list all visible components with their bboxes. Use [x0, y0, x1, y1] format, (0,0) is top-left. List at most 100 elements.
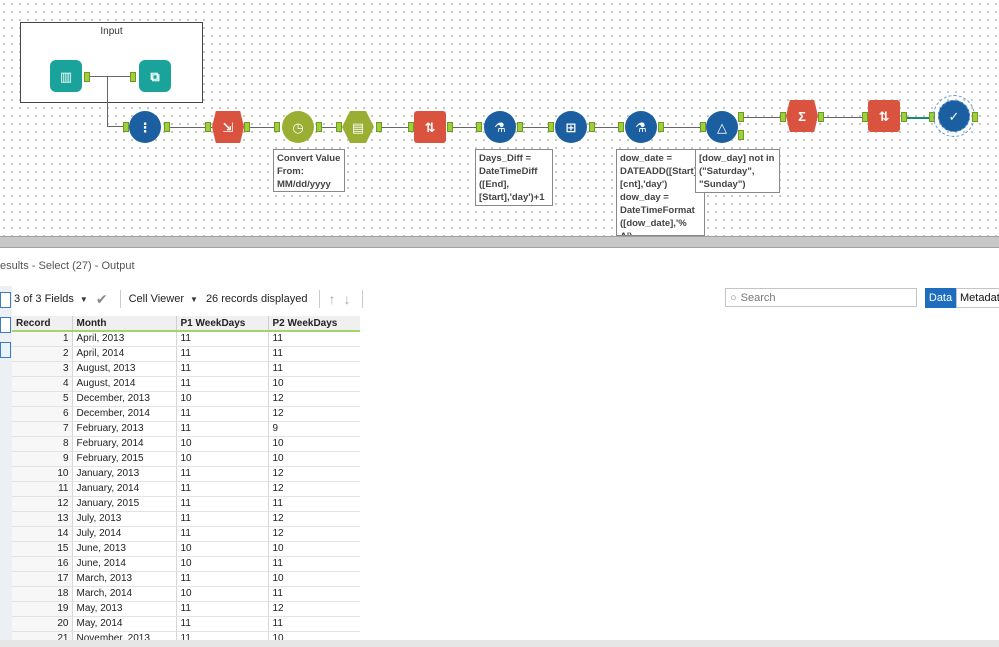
cell-p2-weekdays[interactable]: 11	[268, 496, 360, 512]
cell-p2-weekdays[interactable]: 10	[268, 451, 360, 467]
cell-p1-weekdays[interactable]: 11	[176, 481, 269, 497]
cell-p1-weekdays[interactable]: 11	[176, 526, 269, 542]
transpose-tool[interactable]: ⇲	[212, 111, 244, 143]
output-anchor[interactable]	[818, 112, 824, 122]
select-tool[interactable]: ▤	[342, 111, 374, 143]
browse-tool[interactable]: ⧉	[139, 60, 171, 92]
cell-record[interactable]: 7	[12, 421, 73, 437]
cell-record[interactable]: 1	[12, 331, 73, 347]
formula-tool[interactable]: ⚗	[484, 111, 516, 143]
cell-p1-weekdays[interactable]: 11	[176, 601, 269, 617]
cell-record[interactable]: 6	[12, 406, 73, 422]
arrow-up-icon[interactable]: ↑	[328, 291, 336, 307]
cell-p1-weekdays[interactable]: 10	[176, 436, 269, 452]
cell-p2-weekdays[interactable]: 11	[268, 616, 360, 632]
input-container[interactable]: Input	[20, 22, 203, 103]
cell-record[interactable]: 4	[12, 376, 73, 392]
column-header-p2-weekdays[interactable]: P2 WeekDays	[268, 316, 360, 332]
cell-month[interactable]: January, 2013	[72, 466, 177, 482]
output-anchor[interactable]	[164, 122, 170, 132]
cell-p1-weekdays[interactable]: 11	[176, 496, 269, 512]
cell-p1-weekdays[interactable]: 11	[176, 466, 269, 482]
output-anchor[interactable]	[244, 122, 250, 132]
cell-record[interactable]: 19	[12, 601, 73, 617]
formula-tool-2[interactable]: ⚗	[625, 111, 657, 143]
output-anchor[interactable]	[84, 72, 90, 82]
cell-month[interactable]: May, 2013	[72, 601, 177, 617]
cell-p1-weekdays[interactable]: 11	[176, 346, 269, 362]
input-anchor[interactable]	[929, 112, 935, 122]
cell-month[interactable]: January, 2015	[72, 496, 177, 512]
true-anchor[interactable]	[738, 112, 744, 122]
cell-p2-weekdays[interactable]: 11	[268, 346, 360, 362]
input-anchor[interactable]	[476, 122, 482, 132]
cell-month[interactable]: April, 2013	[72, 331, 177, 347]
crosstab-tool[interactable]: ⇅	[414, 111, 446, 143]
select-output-tool[interactable]: ✓	[933, 95, 975, 137]
output-anchor[interactable]	[658, 122, 664, 132]
cell-month[interactable]: August, 2013	[72, 361, 177, 377]
cell-p1-weekdays[interactable]: 11	[176, 361, 269, 377]
cell-month[interactable]: March, 2013	[72, 571, 177, 587]
cell-p2-weekdays[interactable]: 12	[268, 466, 360, 482]
cell-record[interactable]: 8	[12, 436, 73, 452]
cell-p1-weekdays[interactable]: 10	[176, 451, 269, 467]
cell-p2-weekdays[interactable]: 11	[268, 586, 360, 602]
cell-p1-weekdays[interactable]: 11	[176, 421, 269, 437]
metadata-view-icon[interactable]	[0, 317, 11, 333]
input-anchor[interactable]	[700, 122, 706, 132]
cell-record[interactable]: 3	[12, 361, 73, 377]
workflow-canvas[interactable]: Input ▥ ⧉ ⋮ ⇲ ◷ Convert Value From: MM/d…	[0, 0, 999, 236]
cell-month[interactable]: July, 2013	[72, 511, 177, 527]
select-view-icon[interactable]	[0, 342, 11, 358]
cell-month[interactable]: February, 2013	[72, 421, 177, 437]
cell-p1-weekdays[interactable]: 11	[176, 331, 269, 347]
cell-p2-weekdays[interactable]: 11	[268, 361, 360, 377]
output-anchor[interactable]	[901, 112, 907, 122]
cell-p2-weekdays[interactable]: 10	[268, 571, 360, 587]
input-anchor[interactable]	[274, 122, 280, 132]
cell-p1-weekdays[interactable]: 10	[176, 586, 269, 602]
output-anchor[interactable]	[589, 122, 595, 132]
cell-month[interactable]: March, 2014	[72, 586, 177, 602]
list-view-icon[interactable]	[0, 292, 11, 308]
cell-month[interactable]: August, 2014	[72, 376, 177, 392]
cell-record[interactable]: 17	[12, 571, 73, 587]
cell-p2-weekdays[interactable]: 10	[268, 376, 360, 392]
cell-record[interactable]: 2	[12, 346, 73, 362]
cell-record[interactable]: 13	[12, 511, 73, 527]
cell-p2-weekdays[interactable]: 12	[268, 526, 360, 542]
search-input[interactable]	[740, 291, 901, 304]
metadata-tab-button[interactable]: Metadata	[956, 288, 999, 308]
input-anchor[interactable]	[618, 122, 624, 132]
cell-month[interactable]: December, 2013	[72, 391, 177, 407]
cell-record[interactable]: 9	[12, 451, 73, 467]
false-anchor[interactable]	[738, 130, 744, 140]
cell-p1-weekdays[interactable]: 11	[176, 406, 269, 422]
cell-month[interactable]: February, 2014	[72, 436, 177, 452]
cell-p1-weekdays[interactable]: 11	[176, 616, 269, 632]
column-header-month[interactable]: Month	[72, 316, 177, 332]
column-header-record[interactable]: Record	[12, 316, 73, 332]
cell-p2-weekdays[interactable]: 12	[268, 601, 360, 617]
output-anchor[interactable]	[972, 112, 978, 122]
input-anchor[interactable]	[862, 112, 868, 122]
cell-record[interactable]: 16	[12, 556, 73, 572]
output-anchor[interactable]	[447, 122, 453, 132]
check-icon[interactable]: ✔	[95, 290, 108, 307]
cell-month[interactable]: June, 2014	[72, 556, 177, 572]
input-anchor[interactable]	[130, 72, 136, 82]
cell-p1-weekdays[interactable]: 10	[176, 556, 269, 572]
generate-rows-tool[interactable]: ⊞	[555, 111, 587, 143]
